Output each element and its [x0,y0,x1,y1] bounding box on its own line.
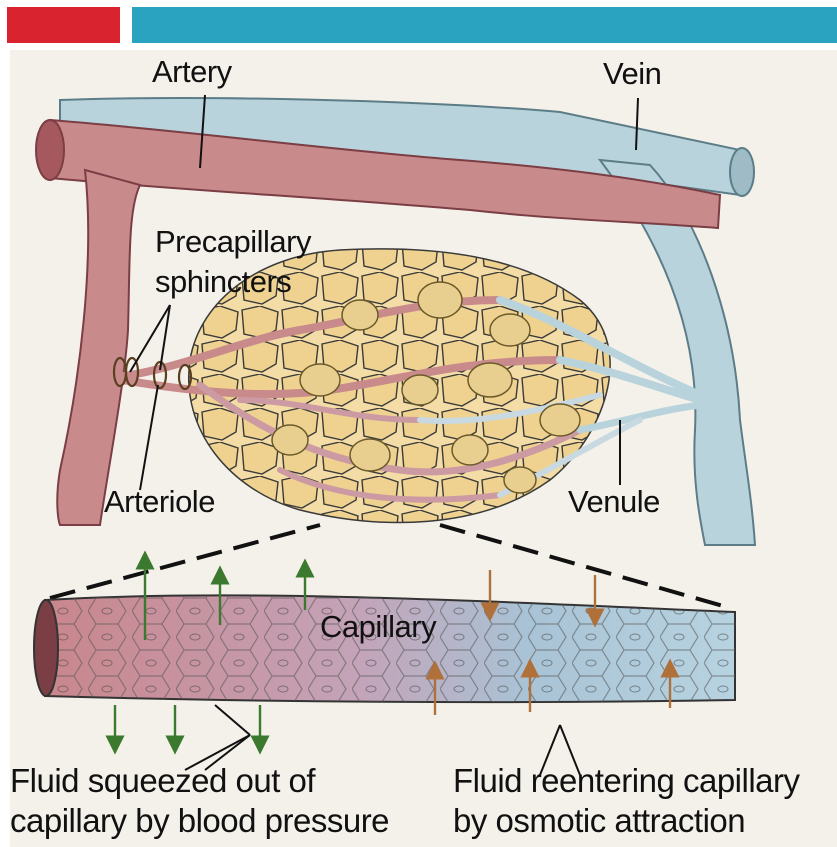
vein-opening [730,148,754,196]
label-fluid-in-1: Fluid reentering capillary [453,762,800,800]
label-fluid-out-2: capillary by blood pressure [10,802,389,840]
label-fluid-in-2: by osmotic attraction [453,802,745,840]
artery-opening [36,120,64,180]
label-sphincters: sphincters [155,265,291,299]
label-vein: Vein [603,57,661,91]
label-artery: Artery [152,55,232,89]
label-fluid-out-1: Fluid squeezed out of [10,762,315,800]
label-precapillary: Precapillary [155,225,311,259]
label-capillary: Capillary [320,610,436,644]
label-venule: Venule [568,485,660,519]
capillary-opening [34,600,58,696]
label-arteriole: Arteriole [104,485,215,519]
arteriole-vessel [57,170,140,525]
